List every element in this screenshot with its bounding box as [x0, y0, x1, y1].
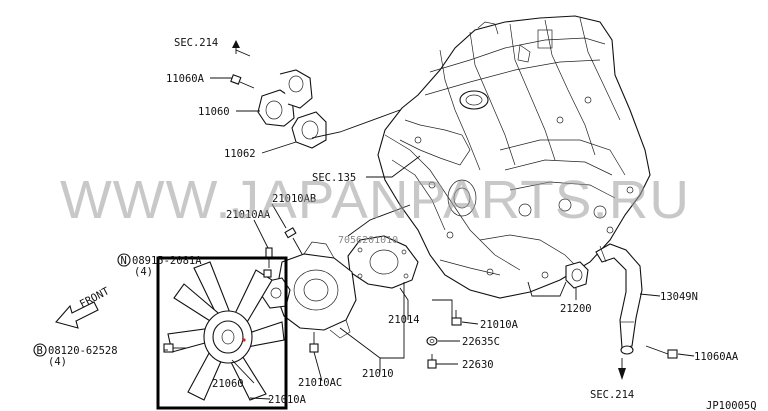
hose-13049N [595, 243, 643, 355]
label-bolt-b-code: 08120-62528 [48, 345, 118, 357]
label-bolt-b-qty: (4) [48, 356, 67, 368]
label-21010A-bottom: 21010A [268, 394, 307, 406]
label-sec214-top: SEC.214 [174, 37, 218, 49]
label-21010AA: 21010AA [226, 209, 271, 221]
label-21010A-mid: 21010A [480, 319, 519, 331]
label-22635C: 22635C [462, 336, 500, 348]
label-11060A: 11060A [166, 73, 205, 85]
stamp-number: 7056201010 [338, 235, 398, 246]
callout-b-circle [33, 343, 47, 357]
label-21200: 21200 [560, 303, 592, 315]
plug-22630 [427, 354, 437, 369]
label-13049N: 13049N [660, 291, 698, 303]
bolt-21010AC [309, 332, 319, 353]
diagram-code: JP10005Q [706, 400, 757, 411]
label-21014: 21014 [388, 314, 420, 326]
callout-n-circle [117, 253, 131, 267]
front-arrow [55, 301, 99, 329]
bolt-11060A [230, 74, 255, 89]
label-sec135: SEC.135 [312, 172, 356, 184]
label-bolt-n-qty: (4) [134, 266, 153, 278]
leader-lines [164, 77, 695, 400]
label-11062: 11062 [224, 148, 256, 160]
sec214-arrow-top [232, 40, 251, 57]
sec214-arrow-bottom [618, 358, 626, 380]
label-bolt-n-code: 08915-2081A [132, 255, 202, 267]
label-11060: 11060 [198, 106, 230, 118]
watermark-text: WWW.JAPANPARTS.RU [60, 170, 690, 230]
thermostat-housing-11060 [257, 69, 313, 127]
bolt-08120-62528 [163, 343, 186, 353]
label-21010AC: 21010AC [298, 377, 342, 389]
fan-21060 [167, 261, 285, 401]
switch-21200 [565, 261, 589, 289]
bolt-21010A-mid [451, 310, 462, 326]
label-sec214-bottom: SEC.214 [590, 389, 634, 401]
label-11060AA: 11060AA [694, 351, 739, 363]
engine-block [377, 15, 651, 299]
callout-b-letter: B [37, 345, 43, 357]
label-21060: 21060 [212, 378, 244, 390]
gasket-21014 [347, 235, 419, 289]
gasket-11062 [291, 111, 327, 149]
fan-highlight-box [156, 256, 288, 410]
label-21010: 21010 [362, 368, 394, 380]
washer-22635C [426, 336, 438, 346]
callout-n-letter: N [121, 255, 127, 267]
label-22630: 22630 [462, 359, 494, 371]
nut-08915 [263, 269, 272, 278]
label-21010AB: 21010AB [272, 193, 316, 205]
bolt-11060AA [645, 345, 678, 359]
bolt-21010AB [284, 227, 303, 255]
